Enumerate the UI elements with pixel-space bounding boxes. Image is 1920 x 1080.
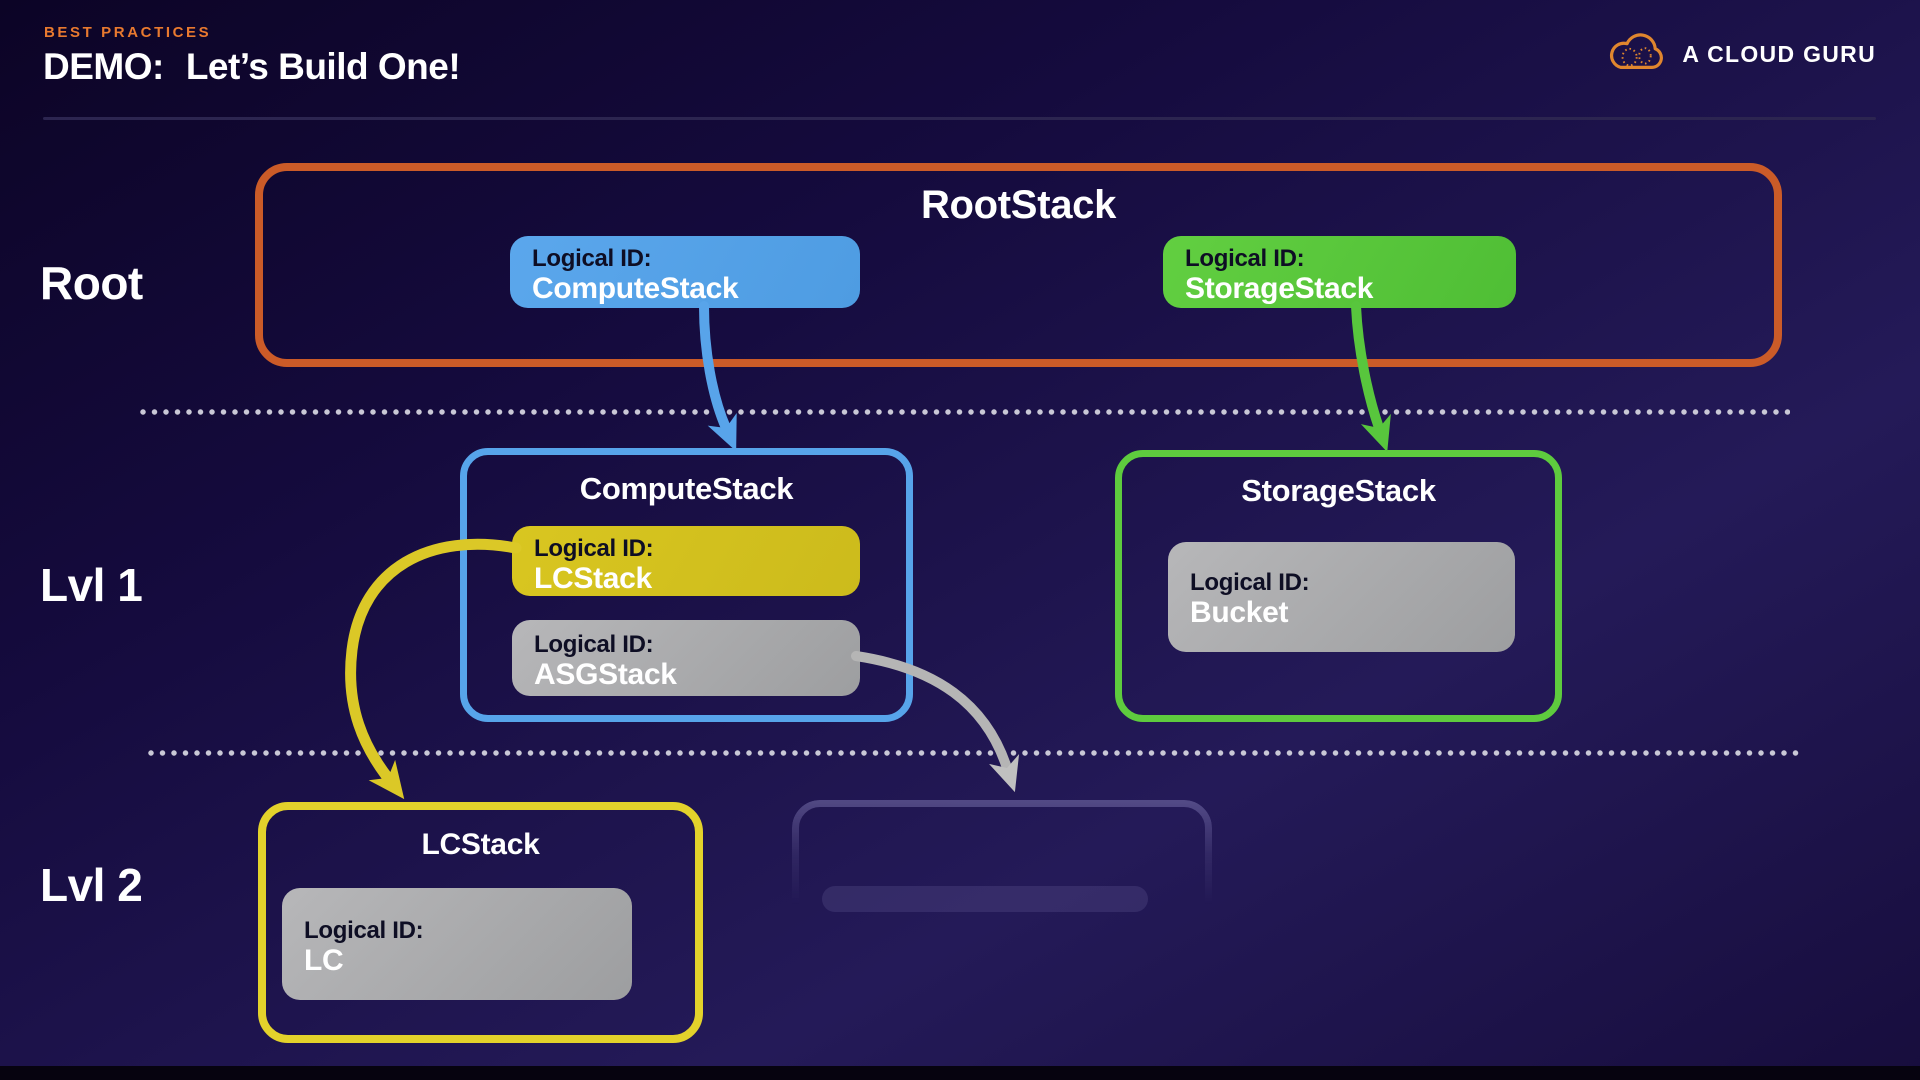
badge-label: Logical ID: [532,245,652,272]
header-divider [43,117,1876,120]
brand-logo-text: A CLOUD GURU [1682,41,1876,67]
computestack-title: ComputeStack [579,471,794,506]
row-label-lvl2: Lvl 2 [40,859,143,911]
cloud-logo-icon [1604,30,1668,79]
computestack-logical-id-badge: Logical ID: ComputeStack [510,236,860,308]
page-title: DEMO: Let’s Build One! [43,46,461,88]
computestack-box: ComputeStack Logical ID: LCStack Logical… [460,448,913,722]
rootstack-title: RootStack [920,183,1117,227]
page-title-prefix: DEMO: [43,46,164,87]
bottom-edge-bar [0,1066,1920,1080]
eyebrow-label: BEST PRACTICES [44,24,212,41]
badge-value: ASGStack [534,658,677,691]
asgstack-logical-id-badge: Logical ID: ASGStack [512,620,860,696]
badge-label: Logical ID: [1190,569,1310,596]
brand-logo: A CLOUD GURU [1604,30,1876,79]
badge-value: Bucket [1190,596,1289,629]
storagestack-box: StorageStack Logical ID: Bucket [1115,450,1562,722]
ghost-asgstack-badge [822,886,1148,912]
page-title-main: Let’s Build One! [185,46,461,87]
badge-label: Logical ID: [304,917,424,944]
storagestack-logical-id-badge: Logical ID: StorageStack [1163,236,1516,308]
lcstack-box: LCStack Logical ID: LC [258,802,703,1043]
level-separator-2 [148,750,1800,756]
lcstack-title: LCStack [421,828,540,861]
level-separator-1 [140,409,1790,415]
rootstack-box: RootStack Logical ID: ComputeStack Logic… [255,163,1782,367]
bucket-logical-id-badge: Logical ID: Bucket [1168,542,1515,652]
badge-value: StorageStack [1185,272,1374,305]
badge-label: Logical ID: [534,535,654,562]
badge-value: LC [304,944,344,977]
badge-value: ComputeStack [532,272,739,305]
row-label-lvl1: Lvl 1 [40,559,143,611]
row-label-root: Root [40,257,143,309]
lcstack-logical-id-badge: Logical ID: LCStack [512,526,860,596]
badge-label: Logical ID: [534,631,654,658]
badge-label: Logical ID: [1185,245,1305,272]
badge-value: LCStack [534,562,652,595]
ghost-asgstack-box [792,800,1212,980]
lc-logical-id-badge: Logical ID: LC [282,888,632,1000]
storagestack-title: StorageStack [1241,473,1436,508]
